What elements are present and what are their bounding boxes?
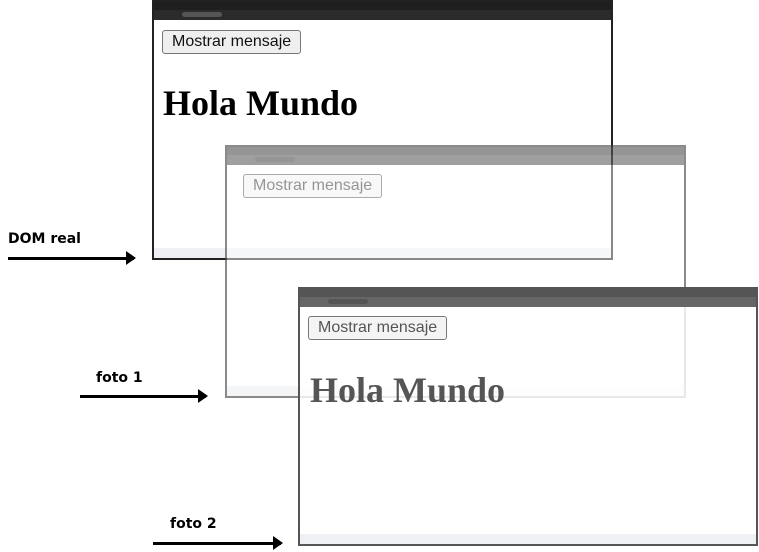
address-bar <box>300 297 756 307</box>
show-message-button: Mostrar mensaje <box>243 174 383 198</box>
heading: Hola Mundo <box>163 83 359 123</box>
browser-window-foto-2: Mostrar mensaje Hola Mundo <box>298 287 758 546</box>
arrow-foto-1 <box>80 389 208 403</box>
tab-bar <box>227 147 684 155</box>
taskbar <box>300 534 756 544</box>
address-bar <box>154 10 611 20</box>
tab-bar <box>300 289 756 297</box>
label-dom-real: DOM real <box>8 231 81 247</box>
taskbar <box>154 248 611 258</box>
heading: Hola Mundo <box>310 370 506 410</box>
label-foto-2: foto 2 <box>170 516 217 532</box>
tab-bar <box>154 2 611 10</box>
show-message-button: Mostrar mensaje <box>308 316 448 340</box>
show-message-button[interactable]: Mostrar mensaje <box>162 30 302 54</box>
arrow-foto-2 <box>153 536 283 550</box>
address-bar <box>227 155 684 165</box>
browser-window-dom-real: Mostrar mensaje Hola Mundo <box>152 0 613 260</box>
label-foto-1: foto 1 <box>96 370 143 386</box>
arrow-dom-real <box>8 251 136 265</box>
